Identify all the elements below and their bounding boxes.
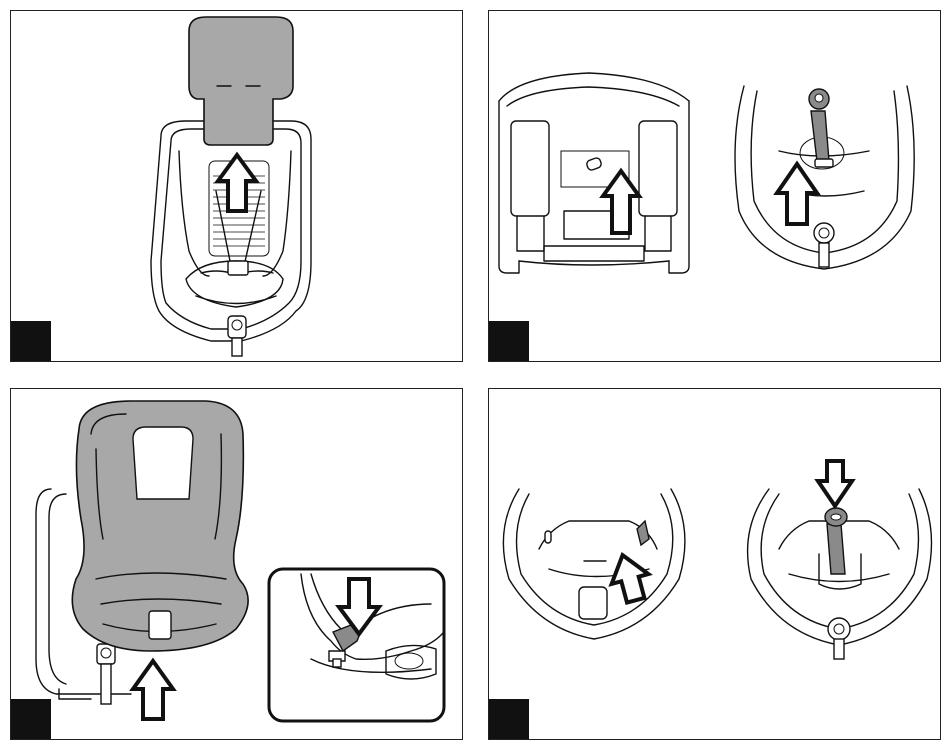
step-marker-2	[489, 321, 529, 361]
instruction-panel-1	[10, 10, 463, 362]
step-marker-3	[11, 699, 51, 739]
seat-cover-illustration	[11, 389, 463, 740]
instruction-panel-2	[488, 10, 941, 362]
seat-headrest-illustration	[11, 11, 463, 362]
instruction-panel-3	[10, 388, 463, 740]
step-marker-1	[11, 321, 51, 361]
instruction-panel-4	[488, 388, 941, 740]
buckle-release-illustration	[489, 389, 941, 740]
step-marker-4	[489, 699, 529, 739]
seat-rear-illustration	[489, 11, 941, 362]
